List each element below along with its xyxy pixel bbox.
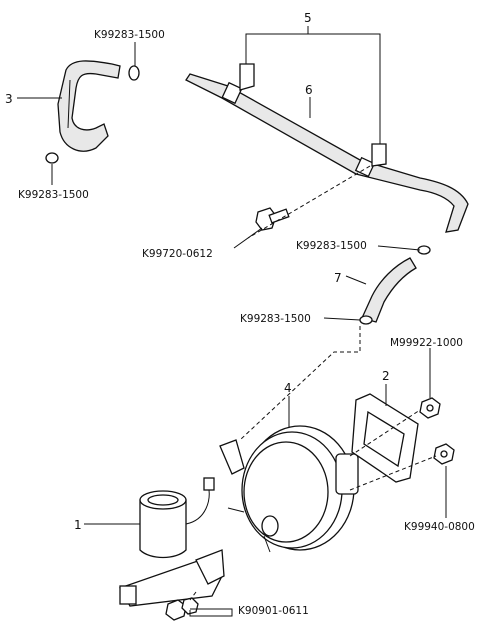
clamp-top-left bbox=[128, 65, 140, 81]
clamp-left bbox=[45, 152, 59, 164]
bolt bbox=[255, 207, 290, 231]
nut-upper bbox=[419, 397, 441, 419]
part-number-nut-bottom: K90901-0611 bbox=[238, 605, 309, 617]
callout-2: 2 bbox=[382, 369, 390, 383]
brake-booster-part-4 bbox=[219, 425, 359, 553]
stud-line-lower bbox=[349, 455, 437, 491]
routing-line bbox=[239, 326, 361, 441]
bracket-part-5 bbox=[239, 63, 387, 167]
gasket-part-2 bbox=[351, 393, 419, 483]
hose-part-3 bbox=[57, 60, 121, 152]
part-number-clamp-left: K99283-1500 bbox=[18, 189, 89, 201]
callout-6: 6 bbox=[305, 83, 313, 97]
leader-lines bbox=[17, 26, 447, 617]
callout-5: 5 bbox=[304, 11, 312, 25]
callout-4: 4 bbox=[284, 381, 292, 395]
part-number-clamp-top: K99283-1500 bbox=[94, 29, 165, 41]
callout-1: 1 bbox=[74, 518, 82, 532]
master-cylinder-part-1 bbox=[119, 477, 225, 607]
callout-3: 3 bbox=[5, 92, 13, 106]
clamp-mid-lower bbox=[359, 315, 373, 325]
callout-7: 7 bbox=[334, 271, 342, 285]
centerline-upper bbox=[247, 165, 371, 239]
vacuum-pipe-part-6 bbox=[185, 73, 469, 233]
nut-bottom bbox=[165, 597, 199, 621]
part-number-nut-upper: M99922-1000 bbox=[390, 337, 463, 349]
part-number-nut-lower: K99940-0800 bbox=[404, 521, 475, 533]
stud-line-bottom bbox=[189, 591, 197, 601]
part-number-clamp-mid-upper: K99283-1500 bbox=[296, 240, 367, 252]
nut-lower bbox=[433, 443, 455, 465]
hose-part-7 bbox=[361, 257, 417, 323]
part-number-bolt: K99720-0612 bbox=[142, 248, 213, 260]
part-number-clamp-mid-lower: K99283-1500 bbox=[240, 313, 311, 325]
